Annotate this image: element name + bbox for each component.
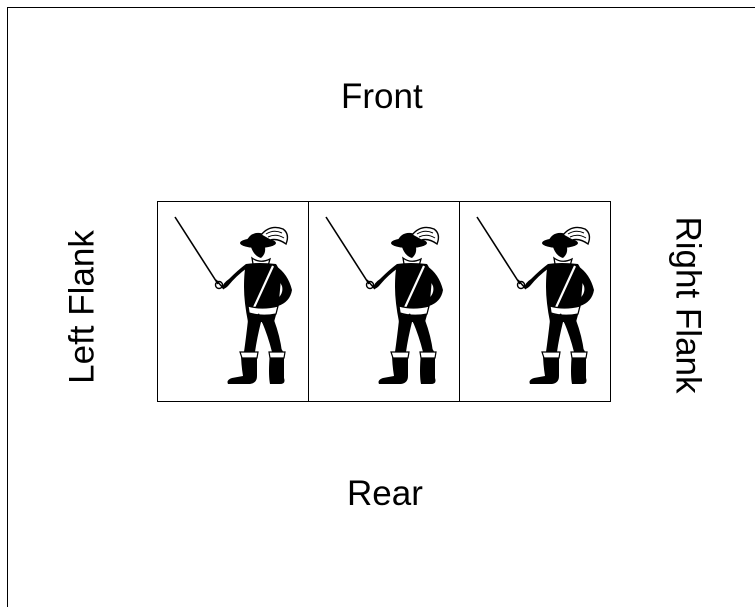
- left-flank-label: Left Flank: [62, 230, 102, 384]
- formation-cell: [308, 201, 460, 402]
- musketeer-icon: [475, 215, 596, 386]
- formation-cell: [157, 201, 309, 402]
- right-flank-label: Right Flank: [668, 216, 708, 394]
- unit-formation: [157, 201, 612, 402]
- musketeer-icon: [173, 215, 294, 386]
- formation-cell: [459, 201, 611, 402]
- front-label: Front: [341, 77, 423, 116]
- diagram-frame: [7, 7, 755, 607]
- musketeer-icon: [324, 215, 445, 386]
- rear-label: Rear: [347, 474, 423, 513]
